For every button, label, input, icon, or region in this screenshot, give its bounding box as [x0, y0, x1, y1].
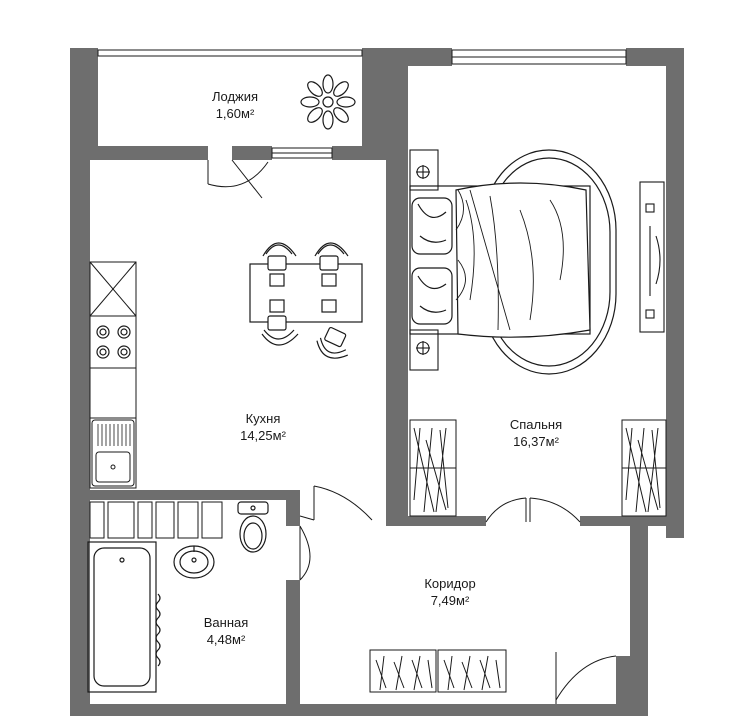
walls [70, 48, 684, 716]
plant-icon [300, 74, 356, 130]
sink-icon [91, 419, 135, 487]
bed-icon [409, 182, 591, 338]
chair-icon [261, 242, 349, 359]
washbasin-icon [173, 545, 215, 579]
room-label-bedroom: Спальня 16,37м² [488, 416, 584, 450]
room-name: Кухня [245, 411, 281, 426]
room-name: Спальня [509, 417, 563, 432]
bathtub-icon [87, 541, 161, 693]
toilet-icon [237, 501, 269, 553]
room-area: 14,25м² [240, 428, 286, 443]
kitchen-counter [89, 261, 137, 489]
lamp-icon [409, 149, 665, 371]
room-label-bathroom: Ванная 4,48м² [184, 614, 268, 648]
stove-icon [96, 325, 131, 359]
room-name: Коридор [424, 576, 476, 591]
room-label-corridor: Коридор 7,49м² [402, 575, 498, 609]
door-swing-icon [207, 159, 617, 704]
room-area: 4,48м² [206, 632, 246, 647]
room-name: Лоджия [211, 89, 259, 104]
room-label-loggia: Лоджия 1,60м² [190, 88, 280, 122]
window-icon [97, 49, 627, 159]
wardrobe-icon [369, 419, 667, 693]
room-name: Ванная [203, 615, 249, 630]
room-area: 16,37м² [513, 434, 559, 449]
room-area: 7,49м² [430, 593, 470, 608]
room-label-kitchen: Кухня 14,25м² [218, 410, 308, 444]
room-area: 1,60м² [215, 106, 255, 121]
table-icon [249, 263, 363, 323]
bathroom-storage [89, 501, 223, 539]
